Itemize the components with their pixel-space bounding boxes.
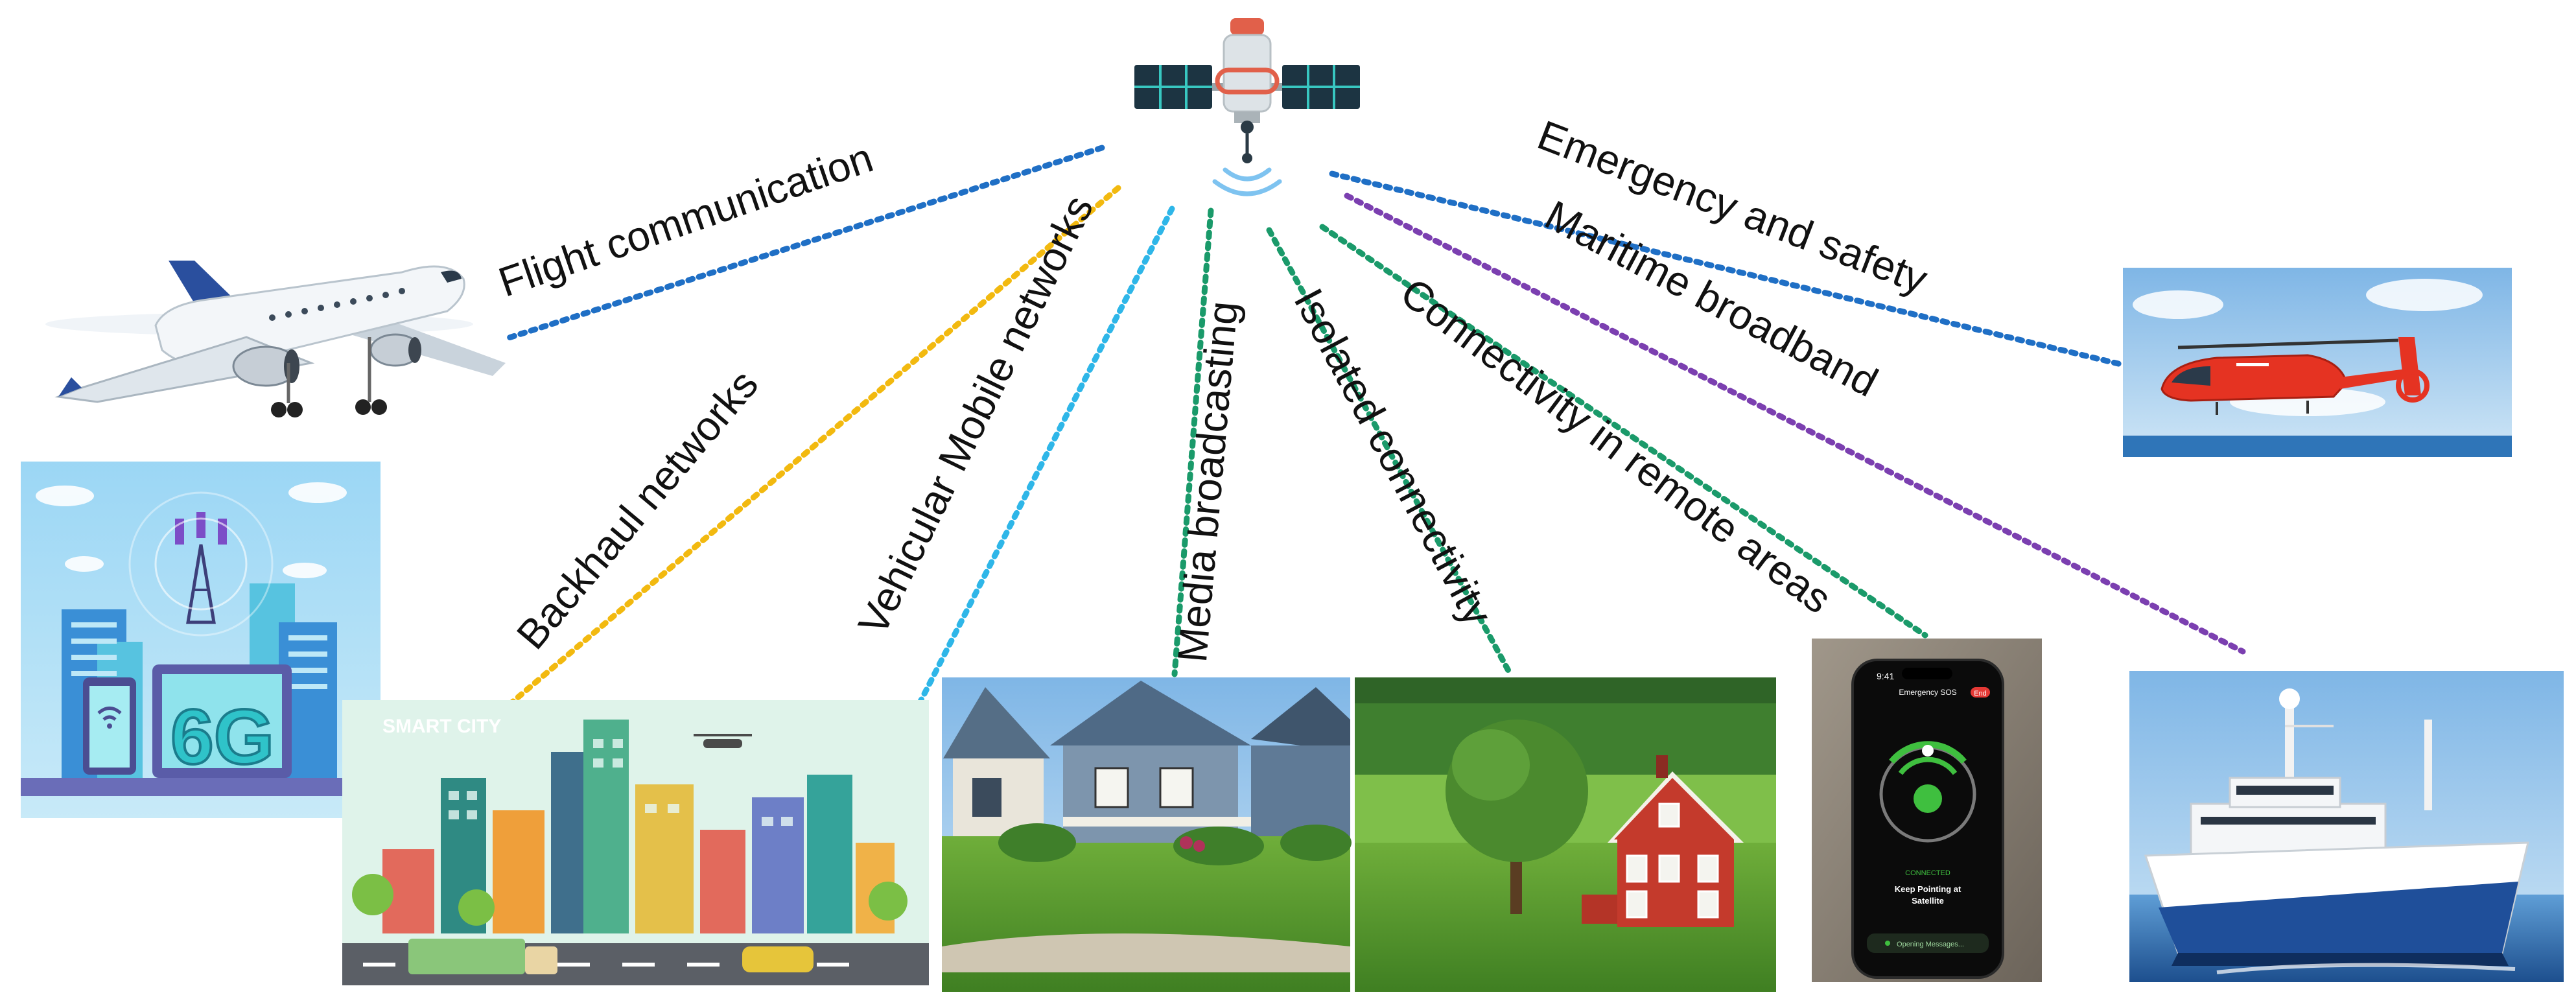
farmhouse-icon [1355,677,1776,992]
phone-instruction-1: Keep Pointing at [1895,884,1961,894]
phone-end-button: End [1974,690,1987,698]
satellite-icon [1134,18,1360,196]
phone-time: 9:41 [1877,671,1894,681]
connection-lines [469,145,2246,921]
connection-labels: Flight communication Backhaul networks V… [493,111,1934,664]
helicopter-icon [2123,268,2512,457]
phone-icon: 9:41 Emergency SOS End CONNECTED Keep Po… [1812,639,2042,982]
airplane-icon [45,261,506,417]
label-backhaul: Backhaul networks [508,361,767,658]
line-remote [1319,224,1928,639]
house-icon [942,677,1352,992]
ship-icon [2129,671,2564,982]
smart-city-text: SMART CITY [382,716,501,737]
sixg-text: 6G [170,694,274,780]
line-maritime [1344,193,2246,655]
phone-instruction-2: Satellite [1912,896,1944,906]
phone-bar: Opening Messages... [1897,941,1964,948]
line-media [1171,207,1214,677]
phone-status: CONNECTED [1905,869,1950,877]
line-backhaul [469,185,1121,740]
phone-title: Emergency SOS [1899,688,1956,697]
sixg-image: 6G [21,462,381,818]
label-emergency: Emergency and safety [1532,111,1934,303]
line-isolated [1266,227,1514,677]
smart-city-icon: SMART CITY [342,700,929,985]
label-media: Media broadcasting [1169,299,1247,664]
line-flight [504,145,1105,342]
line-emergency [1329,170,2124,368]
